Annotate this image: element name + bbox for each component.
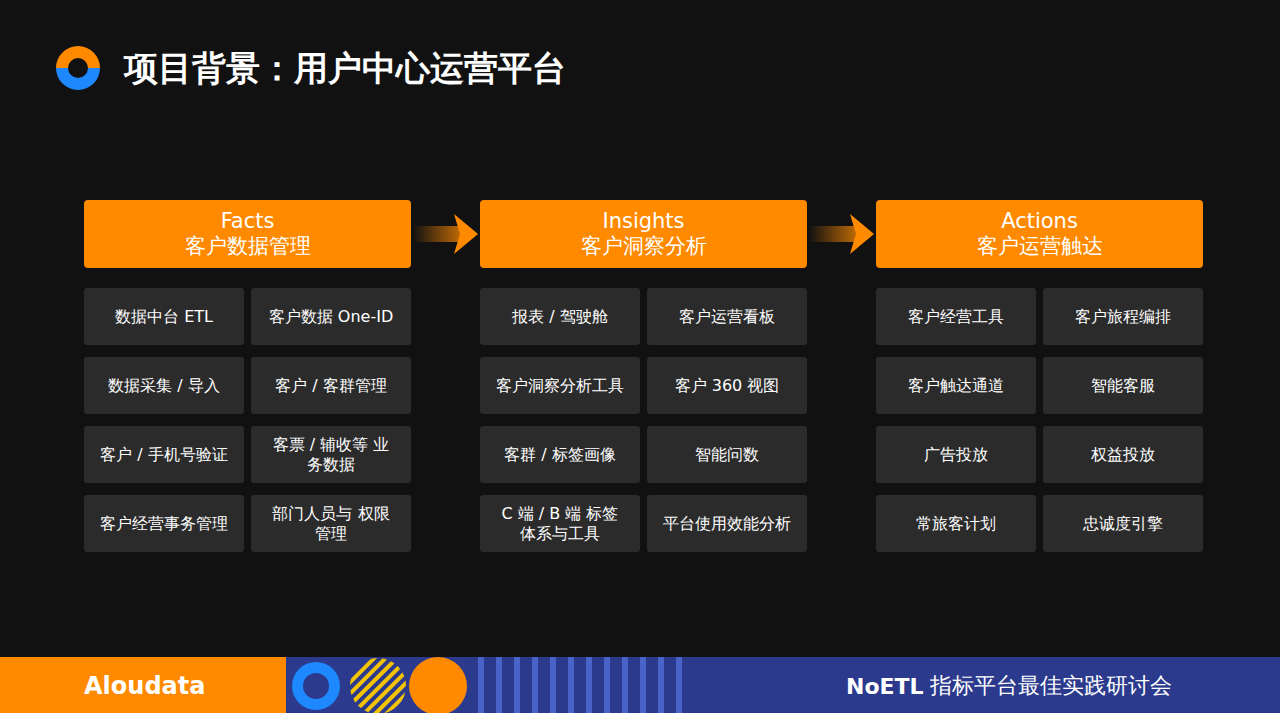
feature-box: 客户经营工具 [876,288,1036,345]
box-label: 部门人员与 权限管理 [267,504,395,544]
feature-box: 客户 / 客群管理 [251,357,411,414]
box-label: 智能问数 [695,445,759,465]
box-label: C 端 / B 端 标签体系与工具 [496,504,624,544]
feature-box: 报表 / 驾驶舱 [480,288,640,345]
feature-box: 客户 360 视图 [647,357,807,414]
feature-box: 客户 / 手机号验证 [84,426,244,483]
box-label: 客户经营工具 [908,307,1004,327]
box-label: 数据中台 ETL [115,307,213,327]
header-title: Actions [1001,209,1078,234]
feature-box: 数据采集 / 导入 [84,357,244,414]
box-label: 客户触达通道 [908,376,1004,396]
arrow-head [809,234,874,235]
feature-box: C 端 / B 端 标签体系与工具 [480,495,640,552]
feature-box: 权益投放 [1043,426,1203,483]
footer-stripe [586,657,592,713]
feature-box: 客户旅程编排 [1043,288,1203,345]
box-label: 常旅客计划 [916,514,996,534]
header-title: Insights [602,209,684,234]
feature-box: 客户数据 One-ID [251,288,411,345]
feature-box: 客群 / 标签画像 [480,426,640,483]
header-title: Facts [221,209,275,234]
box-label: 客户 / 手机号验证 [100,445,228,465]
event-logo: NoETL [846,674,924,700]
box-label: 忠诚度引擎 [1083,514,1163,534]
box-label: 客户旅程编排 [1075,307,1171,327]
column-header: Facts客户数据管理 [84,200,411,268]
footer-stripe [640,657,646,713]
slide-title: 项目背景：用户中心运营平台 [124,44,566,92]
box-label: 客户 360 视图 [675,376,780,396]
flow-arrow [413,226,462,242]
feature-box: 平台使用效能分析 [647,495,807,552]
footer-stripe [514,657,520,713]
box-label: 客户运营看板 [679,307,775,327]
box-label: 客票 / 辅收等 业务数据 [267,435,395,475]
box-label: 客户洞察分析工具 [496,376,624,396]
footer-stripe [532,657,538,713]
feature-box: 客户洞察分析工具 [480,357,640,414]
brand-logo: Aloudata [84,673,205,699]
footer-stripe [568,657,574,713]
column-header: Insights客户洞察分析 [480,200,807,268]
footer-stripe [676,657,682,713]
box-label: 广告投放 [924,445,988,465]
feature-box: 数据中台 ETL [84,288,244,345]
footer-stripe [550,657,556,713]
header-subtitle: 客户洞察分析 [581,234,707,259]
header-subtitle: 客户数据管理 [185,234,311,259]
footer-stripe [622,657,628,713]
feature-box: 部门人员与 权限管理 [251,495,411,552]
feature-box: 智能客服 [1043,357,1203,414]
title-icon [56,46,100,90]
feature-box: 忠诚度引擎 [1043,495,1203,552]
feature-box: 客户触达通道 [876,357,1036,414]
feature-box: 智能问数 [647,426,807,483]
box-label: 平台使用效能分析 [663,514,791,534]
feature-box: 客票 / 辅收等 业务数据 [251,426,411,483]
box-label: 数据采集 / 导入 [108,376,220,396]
feature-box: 常旅客计划 [876,495,1036,552]
footer-stripe [478,657,484,713]
box-label: 权益投放 [1091,445,1155,465]
feature-box: 客户经营事务管理 [84,495,244,552]
box-label: 客户 / 客群管理 [275,376,387,396]
feature-box: 广告投放 [876,426,1036,483]
footer-stripe [658,657,664,713]
footer-stripe [496,657,502,713]
feature-box: 客户运营看板 [647,288,807,345]
footer-stripe [604,657,610,713]
box-label: 客户经营事务管理 [100,514,228,534]
box-label: 客群 / 标签画像 [504,445,616,465]
column-header: Actions客户运营触达 [876,200,1203,268]
box-label: 智能客服 [1091,376,1155,396]
flow-arrow [809,226,858,242]
footer-bar [0,657,1280,713]
event-name: 指标平台最佳实践研讨会 [930,673,1172,699]
box-label: 客户数据 One-ID [269,307,393,327]
header-subtitle: 客户运营触达 [977,234,1103,259]
box-label: 报表 / 驾驶舱 [512,307,608,327]
arrow-head [413,234,478,235]
